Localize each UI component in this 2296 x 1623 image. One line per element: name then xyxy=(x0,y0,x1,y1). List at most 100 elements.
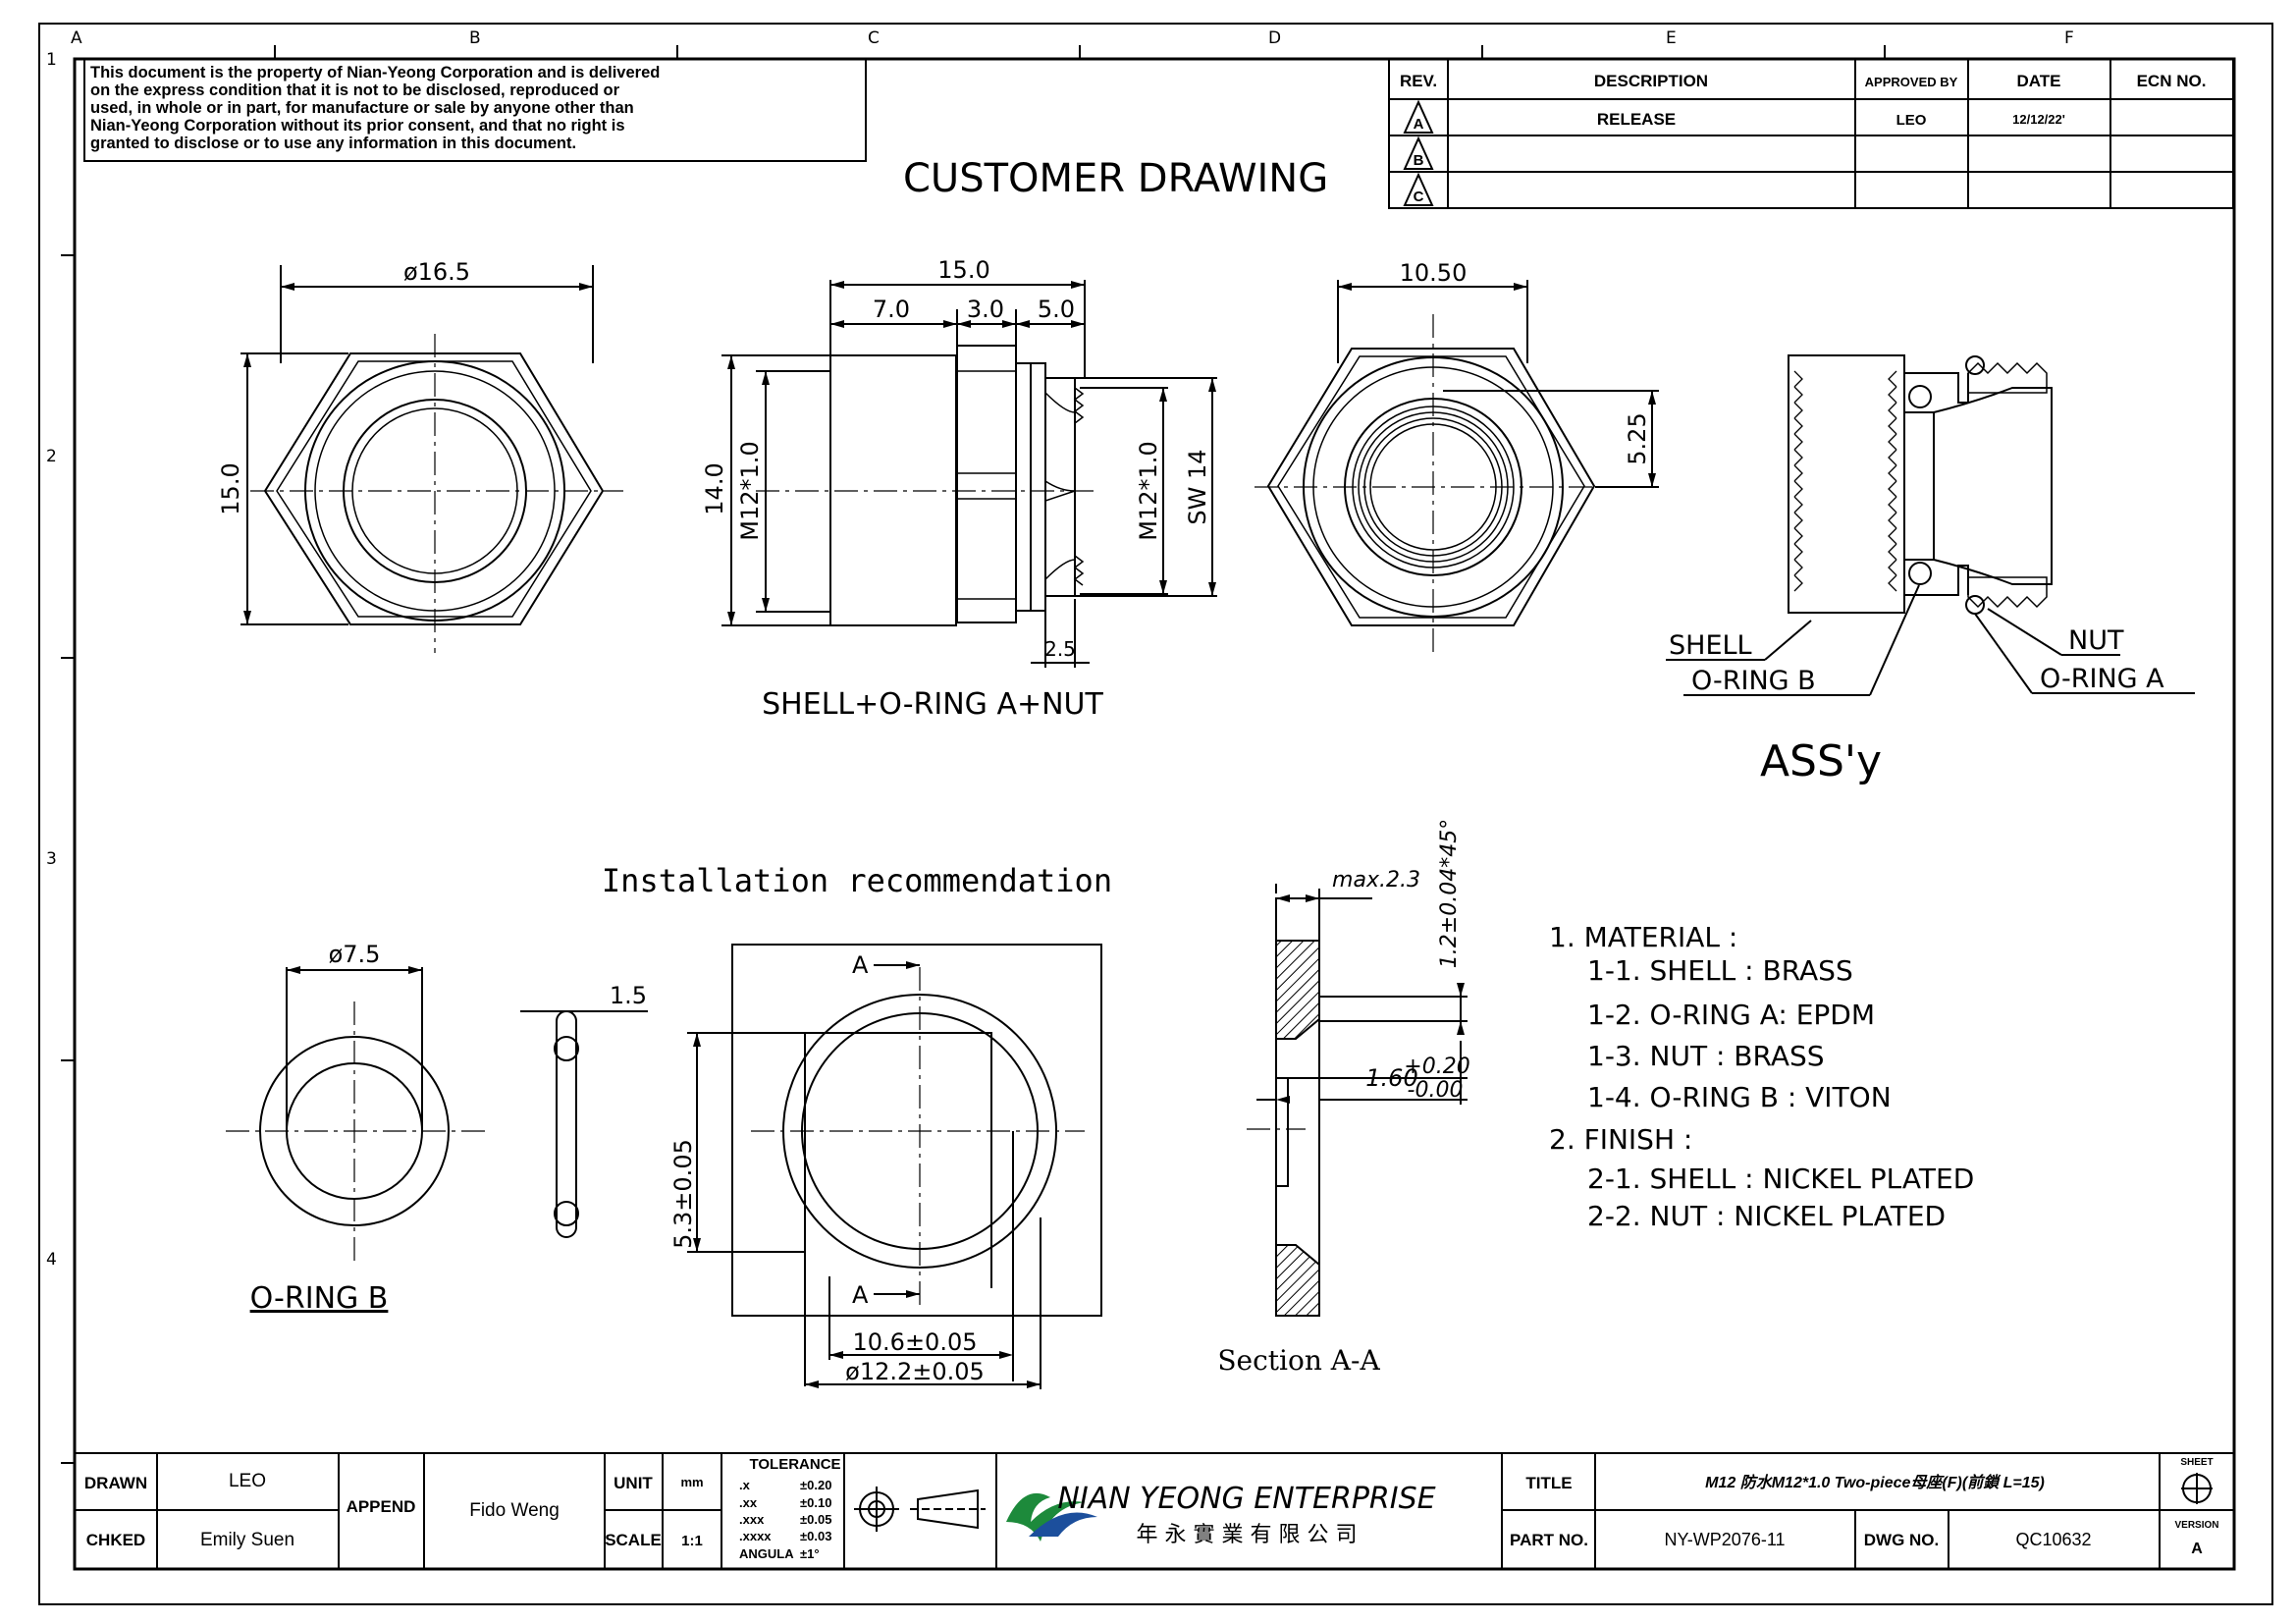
tolerance-value: ±0.03 xyxy=(800,1529,831,1543)
oring-b-section-dim: 1.5 xyxy=(610,982,647,1009)
revision-triangle-icon xyxy=(1403,172,1434,206)
installation-height-dim: 5.3±0.05 xyxy=(669,1139,697,1249)
tolerance-key: .xxxx xyxy=(739,1529,772,1543)
grid-col-e: E xyxy=(1666,28,1677,48)
front-view-arrows xyxy=(243,283,593,624)
grid-row-1: 1 xyxy=(46,50,57,70)
version-label: VERSION xyxy=(2174,1520,2218,1531)
unit-label: UNIT xyxy=(614,1474,653,1492)
tolerance-key: ANGULA xyxy=(739,1546,794,1561)
notice-line: Nian-Yeong Corporation without its prior… xyxy=(90,117,625,135)
scale-value: 1:1 xyxy=(681,1533,703,1549)
grid-col-a: A xyxy=(71,28,82,48)
tolerance-key: .xx xyxy=(739,1495,758,1510)
date-header: DATE xyxy=(2016,72,2060,90)
rear-view-arrows xyxy=(1338,283,1656,487)
sheet-label: SHEET xyxy=(2180,1457,2213,1468)
section-chamfer-dim: 1.2±0.04*45° xyxy=(1437,819,1462,968)
installation-arrows xyxy=(693,961,1041,1388)
title-value: M12 防水M12*1.0 Two-piece母座(F)(前鎖 L=15) xyxy=(1705,1474,2045,1491)
revision-row: B xyxy=(1403,135,1434,170)
rear-view xyxy=(1255,280,1659,653)
sheet-border xyxy=(38,23,2273,1605)
grid-ticks xyxy=(61,45,1886,1464)
notice-box xyxy=(83,58,867,162)
grid-row-3: 3 xyxy=(46,849,57,869)
note-line: 2-1. SHELL : NICKEL PLATED xyxy=(1587,1163,1974,1195)
title-block xyxy=(74,1452,2235,1570)
sheet-target-icon xyxy=(2181,1473,2213,1504)
section-mark-bottom: A xyxy=(852,1281,869,1309)
tolerance-value: ±0.10 xyxy=(800,1495,831,1510)
title-label: TITLE xyxy=(1525,1474,1572,1492)
rear-width-dim: 10.50 xyxy=(1400,259,1468,287)
append-value: Fido Weng xyxy=(469,1500,560,1521)
notice-line: on the express condition that it is not … xyxy=(90,81,620,99)
rev-code: C xyxy=(1414,189,1424,205)
grid-col-b: B xyxy=(469,28,481,48)
assembly-nut-label: NUT xyxy=(2068,625,2124,656)
side-caption: SHELL+O-RING A+NUT xyxy=(762,687,1103,722)
revision-table xyxy=(1388,58,2234,209)
grid-col-c: C xyxy=(868,28,880,48)
note-line: 1-1. SHELL : BRASS xyxy=(1587,954,1853,987)
append-label: APPEND xyxy=(347,1497,416,1516)
approved-header: APPROVED BY xyxy=(1865,75,1958,89)
projection-symbol-icon xyxy=(854,1487,986,1532)
tolerance-value: ±0.05 xyxy=(800,1512,831,1527)
assembly-caption: ASS'y xyxy=(1760,736,1882,786)
grid-row-4: 4 xyxy=(46,1250,57,1270)
checked-label: CHKED xyxy=(86,1531,145,1549)
side-thread-left: M12*1.0 xyxy=(736,441,764,540)
front-diameter-dim: ø16.5 xyxy=(403,258,470,286)
notice-text: This document is the property of Nian-Ye… xyxy=(90,64,660,152)
revision-row: C xyxy=(1403,172,1434,206)
notice-line: This document is the property of Nian-Ye… xyxy=(90,64,660,81)
checked-value: Emily Suen xyxy=(200,1530,294,1550)
dwg-no-value: QC10632 xyxy=(2015,1530,2091,1549)
rev-date: 12/12/22' xyxy=(2012,112,2065,127)
rev-description: RELEASE xyxy=(1597,110,1676,129)
note-line: 2. FINISH : xyxy=(1549,1123,1692,1156)
drawn-label: DRAWN xyxy=(84,1474,147,1492)
rear-height-dim: 5.25 xyxy=(1624,412,1651,464)
version-value: A xyxy=(2191,1541,2203,1557)
drawing-title: CUSTOMER DRAWING xyxy=(903,156,1328,201)
side-bottom-dim: 2.5 xyxy=(1044,637,1076,661)
material-notes: 1. MATERIAL : 1-1. SHELL : BRASS 1-2. O-… xyxy=(1549,921,1974,1232)
side-view-arrows xyxy=(727,281,1216,625)
assembly-oring-b-label: O-RING B xyxy=(1691,666,1816,696)
tolerance-title: TOLERANCE xyxy=(749,1456,840,1473)
part-no-value: NY-WP2076-11 xyxy=(1664,1530,1785,1549)
side-view xyxy=(721,280,1217,668)
side-dim-b: 3.0 xyxy=(967,296,1004,323)
dwg-no-label: DWG NO. xyxy=(1864,1531,1940,1549)
side-dim-a: 7.0 xyxy=(873,296,910,323)
section-arrows xyxy=(1276,894,1465,1104)
tolerance-value: ±0.20 xyxy=(800,1478,831,1492)
oring-b-diameter-dim: ø7.5 xyxy=(329,941,381,968)
note-line: 1-4. O-RING B : VITON xyxy=(1587,1081,1892,1113)
notice-line: granted to disclose or to use any inform… xyxy=(90,135,576,152)
title-block-right: TITLE M12 防水M12*1.0 Two-piece母座(F)(前鎖 L=… xyxy=(1510,1457,2218,1557)
rev-code: B xyxy=(1414,152,1424,169)
installation-title: Installation recommendation xyxy=(602,862,1112,899)
side-sw-dim: SW 14 xyxy=(1184,449,1211,524)
installation-outer-dim: ø12.2±0.05 xyxy=(845,1358,985,1385)
assembly-shell-label: SHELL xyxy=(1669,630,1752,661)
revision-table-headers: REV. DESCRIPTION APPROVED BY DATE ECN NO… xyxy=(1400,72,2206,90)
title-block-labels: DRAWN LEO CHKED Emily Suen APPEND Fido W… xyxy=(84,1456,841,1550)
assembly-oring-a-label: O-RING A xyxy=(2040,664,2164,694)
assembly-labels: SHELL O-RING B NUT O-RING A xyxy=(1669,625,2164,696)
side-thread-right: M12*1.0 xyxy=(1135,441,1162,540)
grid-col-d: D xyxy=(1268,28,1281,48)
ecn-header: ECN NO. xyxy=(2137,72,2207,90)
side-dim-c: 5.0 xyxy=(1038,296,1075,323)
part-no-label: PART NO. xyxy=(1510,1531,1588,1549)
scale-label: SCALE xyxy=(605,1531,662,1549)
front-view xyxy=(240,265,623,653)
tolerance-key: .x xyxy=(739,1478,751,1492)
rev-code: A xyxy=(1414,116,1424,133)
side-total-dim: 15.0 xyxy=(937,256,989,284)
